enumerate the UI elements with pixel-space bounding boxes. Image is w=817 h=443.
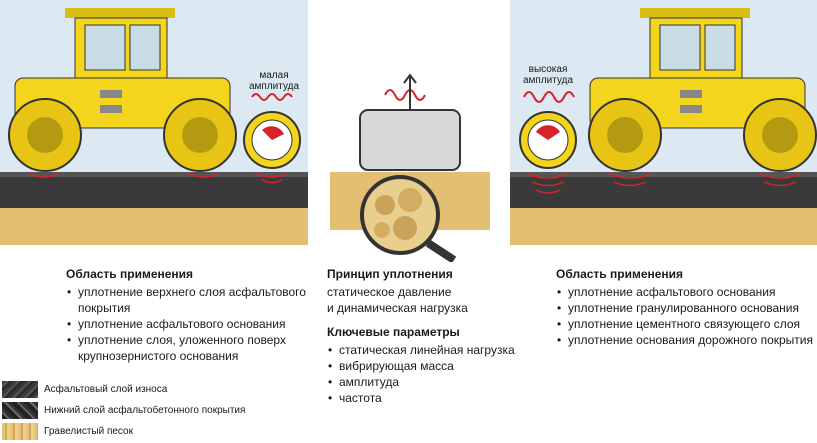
legend-label: Нижний слой асфальтобетонного покрытия <box>44 405 246 416</box>
left-heading: Область применения <box>66 267 194 281</box>
legend-item-sand: Гравелистый песок <box>2 422 245 441</box>
legend-item-wear: Асфальтовый слой износа <box>2 380 245 399</box>
list-item: уплотнение асфальтового основания <box>66 316 306 332</box>
right-application-text: Область применения уплотнение асфальтово… <box>556 266 814 348</box>
left-application-list: уплотнение верхнего слоя асфальтового по… <box>66 284 306 364</box>
list-item: уплотнение основания дорожного покрытия <box>556 332 814 348</box>
list-item: уплотнение гранулированного основания <box>556 300 814 316</box>
left-application-text: Область применения уплотнение верхнего с… <box>66 266 306 364</box>
list-item: амплитуда <box>327 374 517 390</box>
legend-item-binder: Нижний слой асфальтобетонного покрытия <box>2 401 245 420</box>
list-item: статическая линейная нагрузка <box>327 342 517 358</box>
list-item: уплотнение верхнего слоя асфальтового по… <box>66 284 306 316</box>
wear-layer-swatch <box>2 381 38 398</box>
right-roller-scene: высокая амплитуда <box>510 0 817 245</box>
roller-icon <box>8 8 237 172</box>
legend-label: Асфальтовый слой износа <box>44 384 168 395</box>
layer-legend: Асфальтовый слой износа Нижний слой асфа… <box>2 380 245 443</box>
list-item: уплотнение асфальтового основания <box>556 284 814 300</box>
list-item: вибрирующая масса <box>327 358 517 374</box>
principle-text: статическое давление и динамическая нагр… <box>327 285 468 315</box>
list-item: уплотнение слоя, уложенного поверх крупн… <box>66 332 306 364</box>
center-principle-scene <box>330 0 490 262</box>
roller-icon <box>588 8 817 172</box>
list-item: частота <box>327 390 517 406</box>
center-principle-text: Принцип уплотнения статическое давление … <box>327 266 517 406</box>
small-amplitude-label: малая амплитуда <box>248 70 300 92</box>
magnifier-icon <box>360 175 457 262</box>
right-application-list: уплотнение асфальтового основания уплотн… <box>556 284 814 348</box>
binder-layer-swatch <box>2 402 38 419</box>
sand-layer-swatch <box>2 423 38 440</box>
high-amplitude-label: высокая амплитуда <box>522 64 574 86</box>
params-list: статическая линейная нагрузка вибрирующа… <box>327 342 517 406</box>
left-roller-scene: малая амплитуда <box>0 0 308 245</box>
params-heading: Ключевые параметры <box>327 325 460 339</box>
legend-label: Гравелистый песок <box>44 426 133 437</box>
principle-heading: Принцип уплотнения <box>327 267 453 281</box>
right-heading: Область применения <box>556 267 684 281</box>
list-item: уплотнение цементного связующего слоя <box>556 316 814 332</box>
